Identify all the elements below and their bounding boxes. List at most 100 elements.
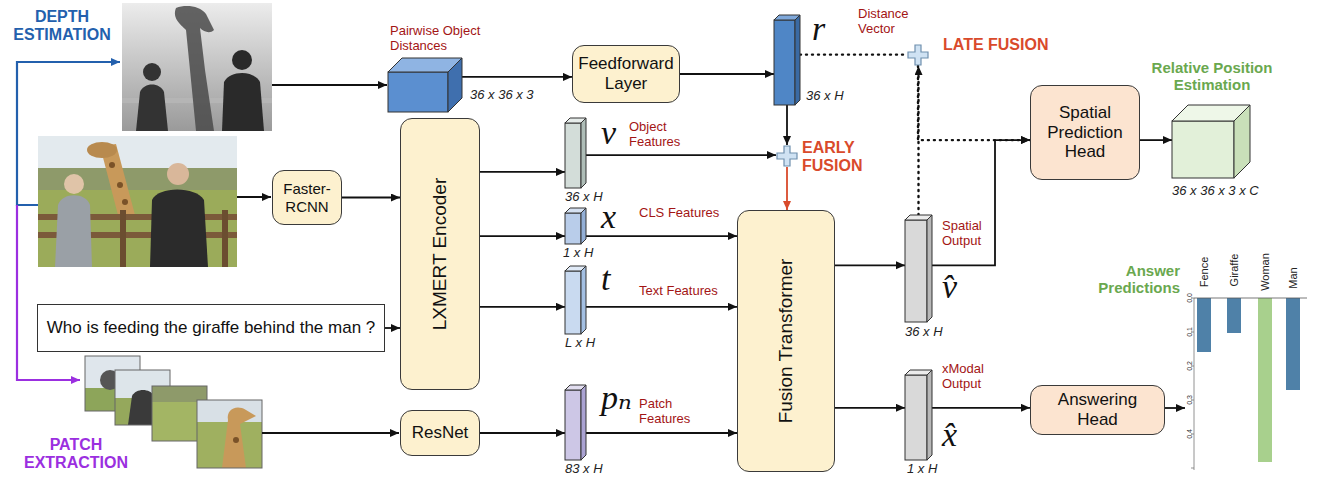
category-label: Woman <box>1260 253 1271 291</box>
feature-label: xModal Output <box>942 362 1000 392</box>
chart-bar <box>1258 298 1272 462</box>
box-label: ResNet <box>412 423 469 443</box>
chart-bar <box>1227 298 1241 333</box>
fusion-label: LATE FUSION <box>943 36 1048 54</box>
feature-vector: v̂Spatial Output36 x H <box>905 215 932 322</box>
patch <box>233 437 239 443</box>
math-symbol: v̂ <box>942 270 957 304</box>
connector <box>680 73 774 75</box>
tensor-cube: Pairwise Object Distances36 x 36 x 3 <box>388 58 462 112</box>
feature-label: Text Features <box>639 284 718 299</box>
connector <box>385 327 400 329</box>
connector <box>480 235 565 237</box>
feature-vector: vObject Features36 x H <box>565 118 586 188</box>
dimension-label: 36 x 36 x 3 x C <box>1172 184 1259 198</box>
photo-sky <box>38 136 237 267</box>
photo-woman <box>64 174 84 194</box>
connector <box>480 432 565 434</box>
feature-vector-shape <box>565 118 586 188</box>
math-symbol: v <box>601 116 616 150</box>
process-box: Feedforward Layer <box>572 45 680 103</box>
depth-map <box>122 3 272 131</box>
connector <box>835 264 905 266</box>
math-symbol: x <box>601 200 616 234</box>
patch <box>222 408 256 468</box>
dimension-label: 36 x H <box>905 325 943 339</box>
cube-front <box>565 123 581 188</box>
chart-axis <box>1194 298 1195 470</box>
connector <box>800 53 907 55</box>
fusion-node-shape <box>907 44 929 66</box>
photo-giraffe <box>109 162 115 168</box>
box-label: Faster-RCNN <box>279 180 335 215</box>
depth-person <box>136 85 168 132</box>
box-label: Spatial Prediction Head <box>1037 103 1133 162</box>
plus-sign <box>908 45 928 65</box>
connector <box>586 154 776 156</box>
tick-label: 0.0 <box>1186 293 1193 303</box>
chart-bar <box>1197 298 1211 352</box>
patch-feature-arrow <box>262 432 399 434</box>
photo-man <box>167 163 189 185</box>
feature-vector-shape <box>905 215 932 322</box>
dimension-label: 83 x H <box>565 462 603 476</box>
chart-axis <box>1194 298 1307 299</box>
box-label: Answering Head <box>1037 390 1158 429</box>
box-label: Fusion Transformer <box>775 259 797 424</box>
photo-grass <box>38 190 237 267</box>
feature-label: Object Features <box>629 120 689 150</box>
depth-person <box>143 63 161 81</box>
photo-giraffe <box>117 182 123 188</box>
process-box: Fusion Transformer <box>737 210 835 472</box>
process-box: Faster-RCNN <box>272 170 342 225</box>
connector <box>932 407 1030 409</box>
math-symbol: x̂ <box>942 418 957 452</box>
box-label: Who is feeding the giraffe behind the ma… <box>47 318 376 338</box>
connector <box>917 66 919 215</box>
process-box: Answering Head <box>1030 385 1165 435</box>
feature-vector-shape <box>565 208 586 244</box>
depth-person <box>222 73 264 131</box>
cube-front <box>565 390 581 460</box>
feature-label: CLS Features <box>639 206 719 221</box>
connector <box>932 140 1030 265</box>
cube-front <box>565 213 581 244</box>
category-label: Fence <box>1199 257 1210 288</box>
cube-side <box>581 118 586 188</box>
connector <box>480 171 565 173</box>
math-symbol: pₙ <box>601 381 632 415</box>
connector <box>342 197 400 199</box>
tick-label: 0.3 <box>1186 395 1193 405</box>
connector <box>480 306 565 308</box>
feature-vector: rDistance Vector36 x H <box>774 15 800 105</box>
photo-man <box>150 190 208 268</box>
box-label: Feedforward Layer <box>578 54 673 93</box>
connector <box>586 432 737 434</box>
connector <box>786 167 788 210</box>
cube-front <box>1172 121 1234 178</box>
depth-giraffe <box>175 6 214 131</box>
photo-giraffe <box>122 199 128 205</box>
photo <box>38 136 237 267</box>
cube-side <box>581 385 586 460</box>
feature-vector: pₙPatch Features83 x H <box>565 385 586 460</box>
cube-side <box>448 58 462 112</box>
category-label: Man <box>1288 267 1299 288</box>
cube-front <box>565 271 581 334</box>
process-box: Spatial Prediction Head <box>1030 85 1140 180</box>
cube-front <box>905 375 927 460</box>
cube-side <box>581 266 586 334</box>
feature-vector: x̂xModal Output1 x H <box>905 370 932 460</box>
feature-vector-shape <box>565 385 586 460</box>
cube-side <box>1234 105 1250 178</box>
cube-side <box>927 215 932 322</box>
output-heading: Answer Predictions <box>1085 262 1180 297</box>
feature-vector: xCLS Features1 x H <box>565 208 586 244</box>
chart-bar <box>1286 298 1300 390</box>
fusion-node: LATE FUSION <box>907 44 929 66</box>
cube-front <box>388 72 448 112</box>
fusion-label: EARLY FUSION <box>802 139 868 174</box>
math-symbol: r <box>812 12 825 46</box>
tensor-cube: Relative Position Estimation36 x 36 x 3 … <box>1172 105 1250 178</box>
